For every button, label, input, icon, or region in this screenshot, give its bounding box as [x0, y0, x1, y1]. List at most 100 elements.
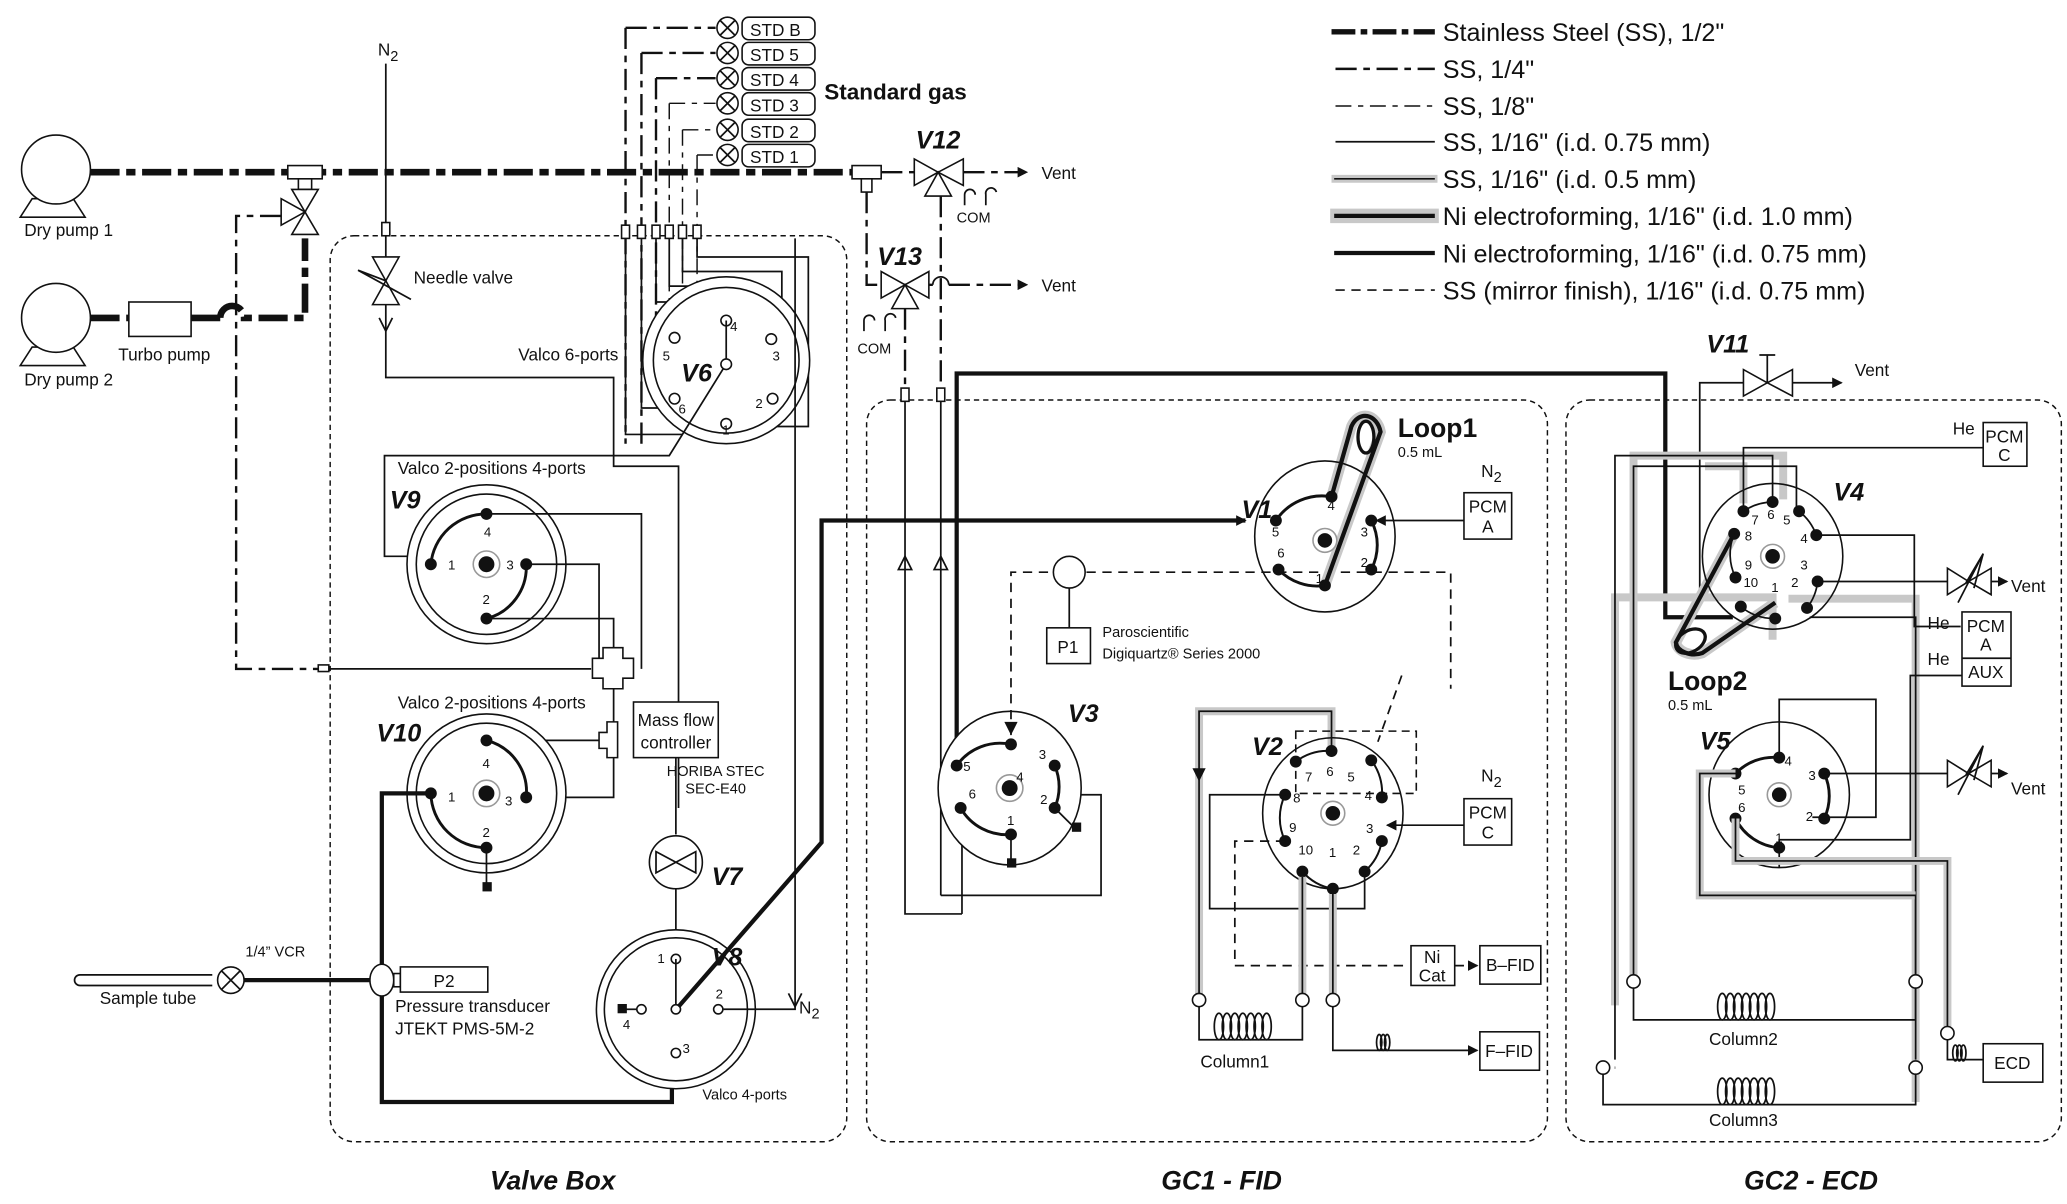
- loop2-label: Loop2: [1668, 666, 1747, 696]
- ni-catalyst[interactable]: Ni Cat: [1410, 944, 1456, 987]
- rotor-icon: [1771, 787, 1787, 803]
- sample-tube-icon: [73, 973, 213, 987]
- dry-pump-1[interactable]: Dry pump 1: [18, 134, 113, 240]
- p1-pressure-gauge[interactable]: P1: [1045, 627, 1092, 665]
- valve-v12[interactable]: V12: [913, 126, 965, 197]
- aux-to-v5-port1-line: [1778, 674, 1962, 868]
- valve-v3[interactable]: V3 4 5 3 2 6 1: [937, 700, 1099, 868]
- v5-port6-to-ecd-line: [1734, 818, 1949, 1027]
- column2-label: Column2: [1709, 1029, 1778, 1049]
- valve-v13[interactable]: V13: [877, 243, 930, 310]
- needle-valve[interactable]: [357, 256, 412, 306]
- svg-text:3: 3: [773, 348, 780, 363]
- b-fid-detector[interactable]: B–FID: [1479, 944, 1542, 985]
- valco-2pos-4ports-label-v9: Valco 2-positions 4-ports: [398, 458, 586, 478]
- pcm-a-gc1[interactable]: PCM A: [1463, 491, 1513, 540]
- v4-port7-to-pcm-c-line: [1742, 446, 1984, 512]
- std-cylinder[interactable]: STD 2: [681, 118, 816, 332]
- pcm-c-gc2[interactable]: PCM C: [1982, 421, 2028, 468]
- svg-text:AUX: AUX: [1968, 662, 2004, 682]
- legend-label: Stainless Steel (SS), 1/2": [1443, 19, 1725, 47]
- tee-to-v13-line: [865, 192, 882, 286]
- dry-pump-2[interactable]: Dry pump 2: [18, 282, 113, 389]
- std-cylinder[interactable]: STD B: [624, 16, 816, 444]
- he-label: He: [1928, 649, 1950, 669]
- svg-text:5: 5: [1272, 524, 1279, 539]
- legend-label: SS, 1/4": [1443, 56, 1534, 84]
- valco-6-ports-label: Valco 6-ports: [518, 344, 618, 364]
- needle-valve-v4-vent[interactable]: [1946, 553, 1992, 604]
- p2-pressure-transducer[interactable]: P2: [399, 966, 489, 993]
- v5-port4-to-port2-line: [1778, 698, 1877, 819]
- mass-flow-controller[interactable]: Mass flow controller: [632, 701, 720, 759]
- tee-fitting-stem: [860, 178, 873, 193]
- valve-v7[interactable]: V7: [648, 834, 743, 891]
- svg-text:STD 2: STD 2: [750, 122, 799, 142]
- valve-v1[interactable]: V1 4 5 3 2 6 1: [1241, 460, 1396, 613]
- svg-text:1: 1: [448, 789, 455, 804]
- vent-label: Vent: [2011, 576, 2046, 596]
- svg-text:2: 2: [1040, 792, 1047, 807]
- com-arrow-icon: [863, 312, 897, 332]
- svg-text:3: 3: [1808, 768, 1815, 783]
- p2-desc: JTEKT PMS-5M-2: [395, 1018, 534, 1038]
- svg-text:PCM: PCM: [1967, 616, 2005, 636]
- rotor-icon: [1765, 549, 1780, 564]
- precolumn-coil-icon: [1375, 1033, 1391, 1052]
- svg-text:4: 4: [1365, 788, 1372, 803]
- rotor-icon: [478, 556, 495, 573]
- line-crossover-icon: [931, 276, 950, 285]
- svg-text:3: 3: [505, 793, 512, 808]
- vcr-label: 1/4” VCR: [245, 944, 305, 960]
- valve-label-v13: V13: [877, 243, 922, 271]
- std-cylinder[interactable]: STD 1: [696, 143, 816, 318]
- valve-label-v2: V2: [1252, 733, 1283, 761]
- svg-text:6: 6: [1326, 764, 1333, 779]
- svg-text:10: 10: [1743, 575, 1758, 590]
- valve-v8[interactable]: V8 1 2 4 3: [595, 929, 757, 1090]
- column2-line: [1632, 988, 1917, 1021]
- needle-valve-v5-vent[interactable]: [1946, 745, 1992, 796]
- turbo-pump[interactable]: Turbo pump: [118, 301, 210, 364]
- valve-label-v11: V11: [1706, 330, 1749, 358]
- column3-label: Column3: [1709, 1110, 1778, 1130]
- rotor-icon: [1325, 805, 1341, 821]
- valve-v2[interactable]: V2 7 6 5 8 4 9 3 10 1 2: [1252, 733, 1404, 895]
- f-fid-detector[interactable]: F–FID: [1479, 1031, 1541, 1072]
- valve-v11[interactable]: V11: [1706, 330, 1794, 398]
- loop1-coil-icon: [1356, 419, 1376, 455]
- svg-text:3: 3: [682, 1041, 689, 1056]
- valve-label-v10: V10: [377, 720, 422, 748]
- valve-v10[interactable]: V10 4 1 3 2: [377, 713, 567, 892]
- plug-icon: [617, 1003, 627, 1014]
- column3-line: [1602, 1074, 1917, 1106]
- valve-v9[interactable]: V9 4 1 3 2: [390, 483, 567, 645]
- svg-text:2: 2: [1353, 842, 1360, 857]
- p2-tee-icon: [369, 963, 395, 997]
- turbo-to-valve-line: [191, 238, 309, 322]
- std-cylinder[interactable]: STD 4: [654, 66, 816, 318]
- pcm-a-aux-gc2[interactable]: PCM A AUX: [1961, 611, 2012, 687]
- svg-text:Ni: Ni: [1424, 947, 1440, 967]
- svg-text:ECD: ECD: [1994, 1053, 2030, 1073]
- pump-icon: [20, 134, 92, 205]
- ecd-detector[interactable]: ECD: [1982, 1042, 2044, 1083]
- plug-icon: [1071, 822, 1082, 832]
- vent-label: Vent: [2011, 779, 2046, 799]
- bulkhead-fitting-icon: [900, 387, 910, 403]
- svg-text:7: 7: [1751, 513, 1758, 528]
- v2-column-lines: [1301, 876, 1334, 994]
- valve-v5[interactable]: V5 4 5 3 2 6 1: [1700, 721, 1851, 869]
- std-cylinder[interactable]: STD 3: [668, 91, 816, 318]
- svg-text:C: C: [1998, 445, 2010, 465]
- n2-label-pcm-a: N2: [1481, 461, 1502, 486]
- svg-text:3: 3: [1361, 524, 1368, 539]
- svg-text:3: 3: [1800, 558, 1807, 573]
- v9-port4-line: [486, 513, 643, 669]
- pump-selector-valve-icon[interactable]: [280, 188, 320, 236]
- tee-fitting-icon: [598, 721, 619, 759]
- valve-v6[interactable]: V6 4 5 3 2 6 1: [383, 276, 811, 558]
- plug-icon: [1007, 858, 1017, 868]
- pcm-c-gc1[interactable]: PCM C: [1463, 797, 1513, 846]
- bulkhead-fitting-icon: [317, 664, 330, 673]
